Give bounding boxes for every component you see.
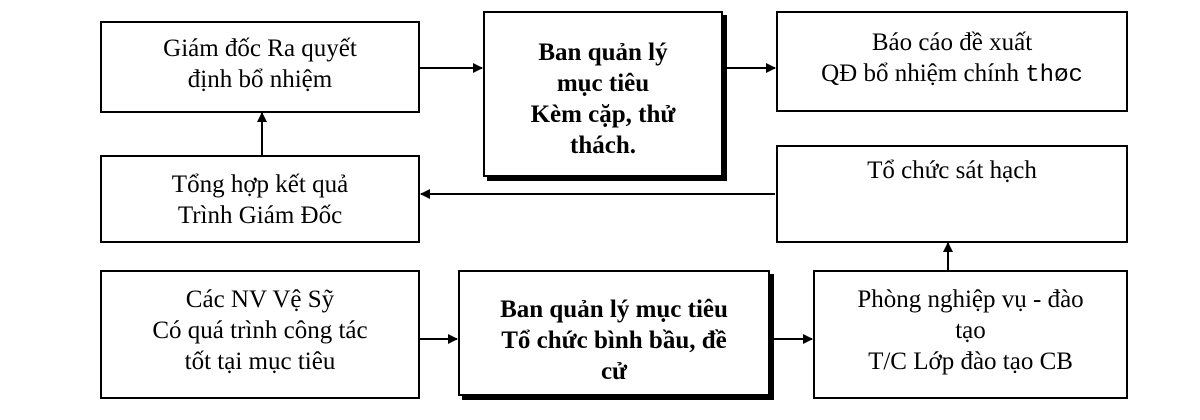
box-target-board-mentoring-line-2: mục tiêu [556, 70, 650, 97]
box-training-dept: Phòng nghiệp vụ - đào tạo T/C Lớp đào tạ… [813, 270, 1128, 399]
box-director-decision-line-2: định bổ nhiệm [187, 66, 333, 93]
box-training-dept-line-3: T/C Lớp đào tạo CB [868, 348, 1073, 375]
box-evaluation: Tổ chức sát hạch [776, 145, 1128, 243]
box-summary-results: Tổng hợp kết quả Trình Giám Đốc [100, 155, 420, 243]
box-director-decision-line-1: Giám đốc Ra quyết [163, 35, 357, 62]
box-target-board-election-line-3: cử [600, 358, 628, 385]
box-target-board-election: Ban quản lý mục tiêu Tổ chức bình bầu, đ… [458, 270, 770, 396]
box-director-decision: Giám đốc Ra quyết định bổ nhiệm [100, 21, 420, 113]
box-report-proposal-line-2-tail: thøc [1025, 62, 1083, 89]
box-summary-results-line-1: Tổng hợp kết quả [171, 171, 349, 198]
box-report-proposal-line-1: Báo cáo đề xuất [871, 29, 1033, 56]
box-summary-results-line-2: Trình Giám Đốc [177, 202, 343, 229]
box-target-board-mentoring: Ban quản lý mục tiêu Kèm cặp, thử thách. [483, 11, 723, 177]
box-training-dept-line-1: Phòng nghiệp vụ - đào [857, 286, 1084, 313]
box-target-board-mentoring-line-1: Ban quản lý [538, 39, 668, 66]
box-target-board-election-line-1: Ban quản lý mục tiêu [500, 296, 728, 323]
box-evaluation-line-1: Tổ chức sát hạch [867, 157, 1037, 184]
box-target-board-election-line-2: Tổ chức bình bầu, đề [501, 327, 727, 354]
box-guard-staff-line-3: tốt tại mục tiêu [184, 348, 336, 375]
box-guard-staff-line-1: Các NV Vệ Sỹ [185, 286, 335, 313]
box-target-board-mentoring-line-3: Kèm cặp, thử [530, 101, 676, 128]
box-training-dept-line-2: tạo [955, 317, 986, 344]
box-report-proposal: Báo cáo đề xuất QĐ bổ nhiệm chính thøc [776, 11, 1128, 112]
box-report-proposal-line-2: QĐ bổ nhiệm chính thøc [778, 58, 1126, 91]
box-report-proposal-line-2-main: QĐ bổ nhiệm chính [821, 60, 1026, 87]
box-guard-staff-line-2: Có quá trình công tác [152, 317, 368, 344]
box-target-board-mentoring-line-4: thách. [570, 132, 636, 159]
box-guard-staff: Các NV Vệ Sỹ Có quá trình công tác tốt t… [100, 270, 420, 399]
